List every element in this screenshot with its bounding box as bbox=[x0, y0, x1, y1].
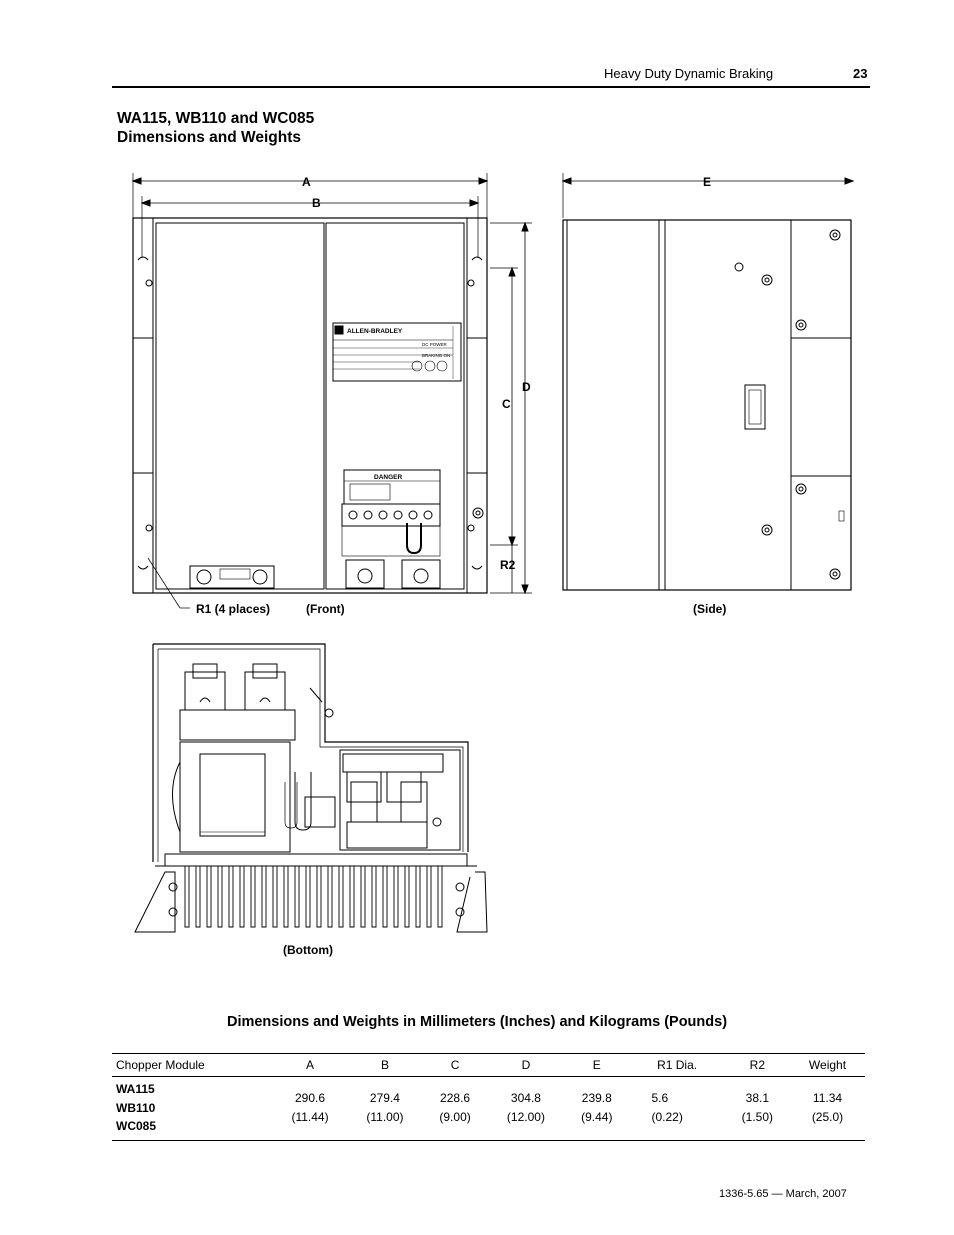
front-view-drawing: A B ALLEN-BRADLEY DC POWER BRAKING ON DA… bbox=[131, 173, 532, 616]
section-title-line2: Dimensions and Weights bbox=[117, 129, 302, 146]
heatsink-fin bbox=[426, 866, 432, 928]
table-header-cell: Weight bbox=[790, 1053, 865, 1077]
table-header-cell: D bbox=[487, 1053, 565, 1077]
value-cell: 304.8 (12.00) bbox=[487, 1076, 565, 1141]
danger-label: DANGER bbox=[374, 474, 402, 481]
model-cell: WA115 WB110 WC085 bbox=[112, 1076, 273, 1141]
heatsink-fin bbox=[283, 866, 289, 928]
heatsink-fin bbox=[338, 866, 344, 928]
value-cell: 279.4 (11.00) bbox=[347, 1076, 423, 1141]
table-header-cell: B bbox=[347, 1053, 423, 1077]
value-cell: 290.6 (11.44) bbox=[272, 1076, 348, 1141]
model-name: WA115 bbox=[116, 1082, 155, 1096]
section-title-line1: WA115, WB110 and WC085 bbox=[117, 110, 315, 127]
heatsink-fin bbox=[294, 866, 300, 928]
value-in: (1.50) bbox=[741, 1109, 774, 1124]
table-header-row: Chopper Module A B C D E R1 Dia. R2 Weig… bbox=[112, 1053, 865, 1077]
dim-label-e: E bbox=[703, 175, 711, 189]
heatsink-fin bbox=[437, 866, 443, 928]
running-header-title: Heavy Duty Dynamic Braking bbox=[604, 66, 774, 81]
value-mm: 279.4 bbox=[369, 1090, 400, 1105]
front-caption: (Front) bbox=[306, 602, 345, 616]
table-title: Dimensions and Weights in Millimeters (I… bbox=[226, 1014, 728, 1030]
heatsink-fin bbox=[261, 866, 267, 928]
dim-label-a: A bbox=[302, 175, 311, 189]
nameplate-brand: ALLEN-BRADLEY bbox=[347, 328, 403, 335]
heatsink-fin bbox=[382, 866, 388, 928]
dim-label-c: C bbox=[502, 397, 511, 411]
value-cell: 5.6 (0.22) bbox=[629, 1076, 725, 1141]
dim-label-r2: R2 bbox=[500, 558, 516, 572]
heatsink-fin bbox=[316, 866, 322, 928]
table-row: WA115 WB110 WC085 290.6 (11.44) 279.4 (11.… bbox=[112, 1076, 865, 1141]
heatsink-fin bbox=[228, 866, 234, 928]
heatsink-fin bbox=[272, 866, 278, 928]
heatsink-fin bbox=[206, 866, 212, 928]
page-number: 23 bbox=[853, 66, 868, 81]
table-header-cell: A bbox=[272, 1053, 348, 1077]
side-caption: (Side) bbox=[693, 602, 726, 616]
heatsink-fin bbox=[195, 866, 201, 928]
section-title: WA115, WB110 and WC085 Dimensions and We… bbox=[117, 109, 314, 147]
value-mm: 228.6 bbox=[440, 1090, 471, 1105]
value-cell: 11.34 (25.0) bbox=[790, 1076, 865, 1141]
value-in: (9.00) bbox=[439, 1109, 471, 1124]
nameplate-braking-on: BRAKING ON bbox=[422, 353, 450, 358]
heatsink-fin bbox=[305, 866, 311, 928]
header-rule bbox=[112, 86, 870, 88]
dim-label-b: B bbox=[312, 196, 321, 210]
value-cell: 38.1 (1.50) bbox=[724, 1076, 790, 1141]
nameplate-dc-power: DC POWER bbox=[422, 342, 448, 347]
heatsink-fin bbox=[404, 866, 410, 928]
value-in: (0.22) bbox=[651, 1109, 683, 1124]
bottom-caption: (Bottom) bbox=[283, 943, 333, 957]
heatsink-fin bbox=[393, 866, 399, 928]
model-name: WB110 bbox=[116, 1100, 156, 1115]
r1-label: R1 (4 places) bbox=[196, 602, 270, 616]
table-header-cell: Chopper Module bbox=[112, 1053, 273, 1077]
table-header-cell: E bbox=[564, 1053, 630, 1077]
value-mm: 290.6 bbox=[295, 1090, 326, 1105]
side-view-drawing: E (Side) bbox=[561, 173, 855, 616]
dimensions-table: Chopper Module A B C D E R1 Dia. R2 Weig… bbox=[112, 1053, 865, 1141]
document-footer: 1336-5.65 — March, 2007 bbox=[719, 1188, 847, 1200]
heatsink-fin bbox=[217, 866, 223, 928]
value-mm: 11.34 bbox=[812, 1090, 843, 1105]
dim-label-d: D bbox=[522, 380, 531, 394]
value-in: (11.44) bbox=[291, 1109, 329, 1124]
table-header-cell: R2 bbox=[724, 1053, 790, 1077]
heatsink-fin bbox=[349, 866, 355, 928]
table-header-cell: C bbox=[422, 1053, 488, 1077]
value-in: (25.0) bbox=[811, 1109, 844, 1124]
heatsink-fin bbox=[360, 866, 366, 928]
value-cell: 239.8 (9.44) bbox=[564, 1076, 630, 1141]
value-in: (12.00) bbox=[506, 1109, 545, 1124]
heatsink-fin bbox=[327, 866, 333, 928]
value-mm: 5.6 bbox=[651, 1090, 669, 1105]
value-mm: 239.8 bbox=[581, 1090, 612, 1105]
value-in: (11.00) bbox=[366, 1109, 404, 1124]
heatsink-fin bbox=[184, 866, 190, 928]
value-in: (9.44) bbox=[581, 1109, 613, 1124]
model-name: WC085 bbox=[116, 1119, 157, 1133]
value-mm: 38.1 bbox=[745, 1090, 770, 1105]
value-cell: 228.6 (9.00) bbox=[422, 1076, 488, 1141]
heatsink-fin bbox=[415, 866, 421, 928]
table-header-cell: R1 Dia. bbox=[629, 1053, 725, 1077]
heatsink-fin bbox=[250, 866, 256, 928]
value-mm: 304.8 bbox=[510, 1090, 541, 1105]
heatsink-fin bbox=[371, 866, 377, 928]
bottom-view-drawing: (Bottom) bbox=[134, 643, 488, 957]
heatsink-fin bbox=[239, 866, 245, 928]
